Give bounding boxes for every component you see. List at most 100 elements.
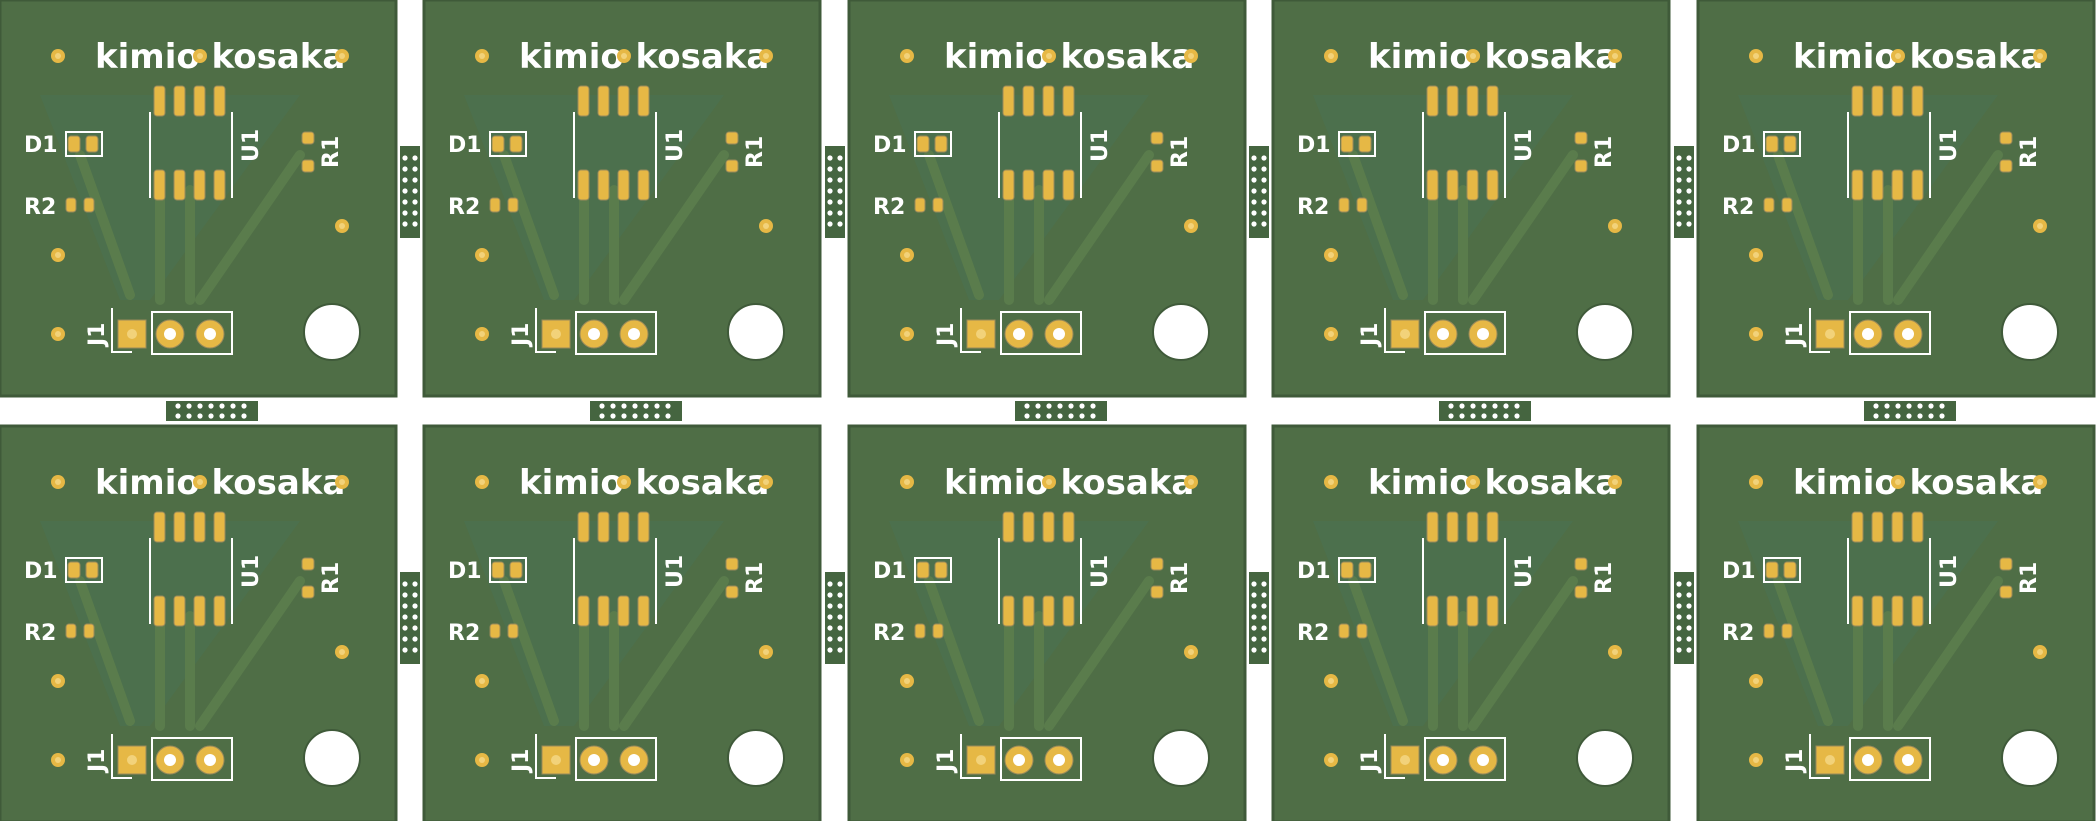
mouse-bite-hole: [1676, 199, 1682, 205]
smd-pad-u1: [617, 169, 630, 201]
mouse-bite-hole: [1884, 413, 1890, 419]
via-hole: [479, 53, 485, 59]
smd-pad-d1: [85, 561, 99, 579]
mouse-bite-hole: [1251, 221, 1257, 227]
via-hole: [55, 757, 61, 763]
mouse-bite-hole: [610, 403, 616, 409]
mouse-bite-hole: [1906, 403, 1912, 409]
via-hole: [1188, 53, 1194, 59]
mouse-bite-hole: [186, 403, 192, 409]
mouse-bite-hole: [827, 155, 833, 161]
smd-pad-r2: [914, 197, 926, 213]
via-hole: [1753, 678, 1759, 684]
mouse-bite-hole: [230, 403, 236, 409]
smd-pad-d1: [934, 561, 948, 579]
mouse-bite-hole: [1928, 413, 1934, 419]
via-hole: [2037, 53, 2043, 59]
smd-pad-r2: [507, 623, 519, 639]
copper-trace: [1044, 576, 1154, 731]
mouse-bite-hole: [241, 413, 247, 419]
tht-hole: [1902, 328, 1914, 340]
mouse-bite-hole: [412, 581, 418, 587]
ref-d1: D1: [873, 559, 907, 584]
copper-trace: [499, 150, 559, 300]
mouse-bite-hole: [1090, 413, 1096, 419]
mouse-bite-hole: [1035, 413, 1041, 419]
mouse-bite-hole: [402, 636, 408, 642]
smd-pad-u1: [1022, 511, 1035, 543]
mouse-bite-hole: [1261, 155, 1267, 161]
mouse-bite-hole: [1676, 210, 1682, 216]
via-hole: [1612, 649, 1618, 655]
smd-pad-u1: [577, 85, 590, 117]
mouse-bite-hole: [1459, 403, 1465, 409]
mouse-bite-hole: [412, 603, 418, 609]
mouse-bite-hole: [1261, 188, 1267, 194]
smd-pad-d1: [1783, 561, 1797, 579]
mouse-bite-hole: [1928, 403, 1934, 409]
copper-pour: [889, 521, 1149, 726]
mouse-bite-hole: [241, 403, 247, 409]
mouse-bite-hole: [610, 413, 616, 419]
ref-r2: R2: [1297, 195, 1329, 220]
tht-hole: [628, 328, 640, 340]
tht-hole: [1825, 755, 1835, 765]
brand-label: kimio kosaka: [1793, 463, 2043, 503]
via-hole: [1328, 479, 1334, 485]
smd-pad-d1: [67, 561, 81, 579]
smd-pad-u1: [637, 85, 650, 117]
mouse-bite-hole: [837, 581, 843, 587]
tht-hole: [127, 329, 137, 339]
via-hole: [339, 479, 345, 485]
mouse-bite-hole: [1906, 413, 1912, 419]
mouse-bite-hole: [1459, 413, 1465, 419]
copper-trace: [1468, 576, 1578, 731]
ref-j1: J1: [1358, 323, 1383, 349]
mouse-bite-hole: [175, 403, 181, 409]
smd-pad-u1: [597, 511, 610, 543]
copper-pour: [1738, 95, 1998, 300]
via-hole: [1328, 252, 1334, 258]
ref-r2: R2: [448, 621, 480, 646]
mouse-bite-hole: [1251, 177, 1257, 183]
smd-pad-d1: [1340, 561, 1354, 579]
smd-pad-u1: [617, 595, 630, 627]
copper-pour: [1313, 521, 1573, 726]
mounting-hole: [1152, 303, 1210, 361]
mouse-bite-hole: [1261, 166, 1267, 172]
mouse-bite-hole: [1046, 413, 1052, 419]
via-hole: [1753, 53, 1759, 59]
smd-pad-r2: [489, 197, 501, 213]
smd-pad-d1: [1340, 135, 1354, 153]
mouse-bite-hole: [412, 592, 418, 598]
smd-pad-u1: [1911, 595, 1924, 627]
mouse-bite-hole: [827, 603, 833, 609]
smd-pad-u1: [1002, 169, 1015, 201]
via-hole: [479, 331, 485, 337]
mouse-bite-hole: [1686, 221, 1692, 227]
smd-pad-u1: [1891, 511, 1904, 543]
tht-hole: [976, 755, 986, 765]
smd-pad-r1: [301, 159, 315, 173]
ref-j1: J1: [934, 749, 959, 775]
smd-pad-u1: [1002, 511, 1015, 543]
mounting-hole: [727, 303, 785, 361]
smd-pad-r1: [301, 131, 315, 145]
smd-pad-r1: [1574, 585, 1588, 599]
mouse-bite-hole: [402, 221, 408, 227]
smd-pad-r2: [83, 197, 95, 213]
ref-j1: J1: [1783, 323, 1808, 349]
copper-trace: [1773, 576, 1833, 726]
ref-d1: D1: [448, 133, 482, 158]
mouse-bite-hole: [1895, 413, 1901, 419]
brand-label: kimio kosaka: [95, 37, 345, 77]
tht-hole: [551, 755, 561, 765]
mouse-bite-hole: [1503, 413, 1509, 419]
smd-pad-r1: [1150, 159, 1164, 173]
silk-pin1-marker: [111, 734, 132, 779]
mouse-bite-hole: [1686, 603, 1692, 609]
via-hole: [904, 678, 910, 684]
smd-pad-d1: [1765, 135, 1779, 153]
tht-hole: [1862, 328, 1874, 340]
